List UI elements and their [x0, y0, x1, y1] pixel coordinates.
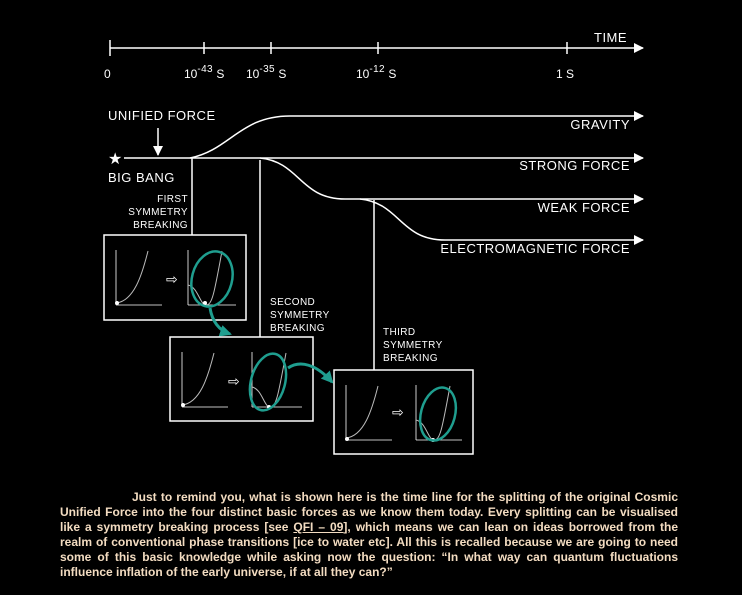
- svg-text:⇨: ⇨: [228, 374, 240, 390]
- electromagnetic-force-label: ELECTROMAGNETIC FORCE: [440, 241, 630, 256]
- tick-0: 0: [104, 67, 111, 81]
- caption-text: Just to remind you, what is shown here i…: [60, 490, 678, 580]
- strong-force-label: STRONG FORCE: [519, 158, 630, 173]
- force-lines: [124, 111, 644, 370]
- caption-lead: Just to remind you, what is shown here i…: [60, 490, 678, 534]
- svg-text:THIRD: THIRD: [383, 327, 416, 338]
- electromagnetic-force-line: [359, 198, 644, 245]
- third-breaking-box: ⇨: [333, 369, 474, 455]
- flow-arrow-2: [287, 362, 334, 384]
- first-breaking-box: ⇨: [103, 234, 247, 321]
- unified-force-label: UNIFIED FORCE: [108, 108, 216, 123]
- caption-rest: ], which means we can lean on ideas borr…: [60, 520, 679, 579]
- first-breaking-label: FIRST SYMMETRY BREAKING: [128, 194, 188, 231]
- weak-force-label: WEAK FORCE: [538, 200, 630, 215]
- big-bang-star-icon: ★: [108, 149, 122, 168]
- time-axis: TIME 0 10-43 S 10-35 S 10-12 S 1 S: [104, 30, 644, 81]
- tick-2: 10-35 S: [246, 64, 286, 81]
- weak-force-line: [259, 157, 644, 204]
- svg-text:⇨: ⇨: [166, 272, 178, 288]
- svg-text:SYMMETRY: SYMMETRY: [128, 207, 188, 218]
- svg-text:SYMMETRY: SYMMETRY: [383, 340, 443, 351]
- svg-text:SYMMETRY: SYMMETRY: [270, 310, 330, 321]
- svg-text:BREAKING: BREAKING: [270, 323, 325, 334]
- time-axis-label: TIME: [594, 30, 627, 45]
- qfi-09-link[interactable]: QFI – 09: [293, 520, 344, 534]
- svg-text:BREAKING: BREAKING: [133, 220, 188, 231]
- svg-text:BREAKING: BREAKING: [383, 353, 438, 364]
- tick-3: 10-12 S: [356, 64, 396, 81]
- gravity-line: [189, 111, 644, 159]
- second-breaking-label: SECOND SYMMETRY BREAKING: [270, 297, 330, 334]
- svg-text:SECOND: SECOND: [270, 297, 315, 308]
- big-bang-label: BIG BANG: [108, 170, 175, 185]
- third-breaking-label: THIRD SYMMETRY BREAKING: [383, 327, 443, 364]
- flow-arrow-1: [208, 307, 232, 337]
- second-breaking-box: ⇨: [169, 336, 314, 422]
- svg-text:⇨: ⇨: [392, 405, 404, 421]
- tick-4: 1 S: [556, 67, 574, 81]
- gravity-label: GRAVITY: [570, 117, 630, 132]
- svg-text:FIRST: FIRST: [157, 194, 188, 205]
- tick-1: 10-43 S: [184, 64, 224, 81]
